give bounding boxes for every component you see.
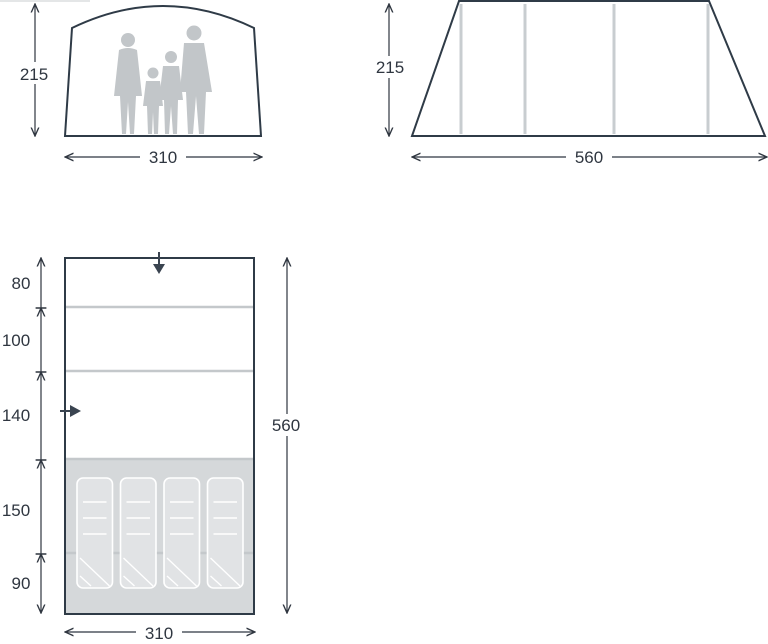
sleeping-mat-icon [163, 477, 201, 589]
section-label-140: 140 [2, 406, 30, 425]
section-label-90: 90 [12, 574, 31, 593]
floor-width-label-bg [136, 622, 182, 644]
section-label-bg-3 [0, 404, 40, 426]
front-height-label: 215 [20, 65, 48, 84]
side-view-outline [410, 0, 767, 137]
section-label-80: 80 [12, 274, 31, 293]
side-entrance-arrow-icon [60, 405, 81, 417]
floor-section-dimensions: 80 100 140 150 90 [0, 258, 41, 613]
side-width-label-bg [566, 146, 612, 168]
section-label-100: 100 [2, 331, 30, 350]
section-label-bg-2 [0, 329, 40, 351]
front-width-label-bg [140, 146, 186, 168]
sleeping-mats [76, 477, 244, 589]
section-label-bg-5 [6, 572, 40, 594]
side-height-label: 215 [376, 58, 404, 77]
side-height-label-bg [370, 56, 410, 78]
side-view: 215 560 [370, 0, 767, 168]
floor-plan: 80 100 140 150 90 560 310 [0, 252, 306, 644]
section-label-bg-1 [6, 272, 40, 294]
front-view: 215 310 [0, 0, 262, 168]
front-entrance-arrow-icon [153, 252, 165, 274]
side-width-label: 560 [575, 148, 603, 167]
sleeping-mat-icon [206, 477, 244, 589]
floor-length-label-bg [266, 414, 306, 436]
section-label-bg-4 [0, 499, 40, 521]
floor-length-label: 560 [272, 416, 300, 435]
section-label-150: 150 [2, 501, 30, 520]
floor-width-label: 310 [145, 624, 173, 643]
front-width-label: 310 [149, 148, 177, 167]
front-height-label-bg [14, 62, 54, 84]
sleeping-mat-icon [119, 477, 157, 589]
family-silhouette-icon [114, 25, 212, 134]
sleeping-mat-icon [76, 477, 114, 589]
